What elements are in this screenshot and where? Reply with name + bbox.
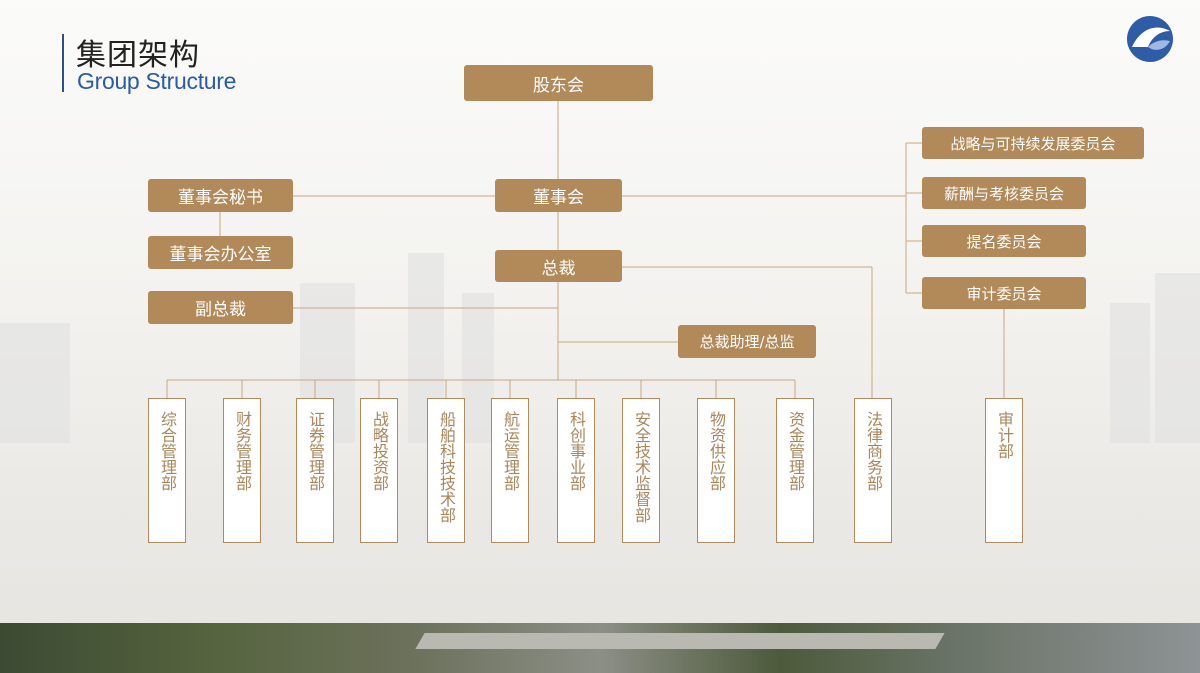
city-photo-strip bbox=[0, 623, 1200, 673]
node-board-secretary: 董事会秘书 bbox=[148, 179, 293, 212]
dept-box: 科创事业部 bbox=[557, 398, 595, 543]
dept-box: 财务管理部 bbox=[223, 398, 261, 543]
node-assistant: 总裁助理/总监 bbox=[678, 325, 816, 358]
dept-box: 航运管理部 bbox=[491, 398, 529, 543]
dept-box: 安全技术监督部 bbox=[622, 398, 660, 543]
node-president: 总裁 bbox=[495, 250, 622, 282]
node-committee-audit: 审计委员会 bbox=[922, 277, 1086, 309]
dept-box: 物资供应部 bbox=[697, 398, 735, 543]
node-committee-compensation: 薪酬与考核委员会 bbox=[922, 177, 1086, 209]
dept-box: 船舶科技技术部 bbox=[427, 398, 465, 543]
node-shareholders: 股东会 bbox=[464, 65, 653, 101]
building bbox=[1110, 303, 1150, 443]
page-title: 集团架构 bbox=[76, 38, 200, 73]
page-subtitle: Group Structure bbox=[77, 68, 237, 94]
node-board: 董事会 bbox=[495, 179, 622, 212]
dept-box: 资金管理部 bbox=[776, 398, 814, 543]
node-committee-strategy: 战略与可持续发展委员会 bbox=[922, 127, 1144, 159]
dept-box: 证券管理部 bbox=[296, 398, 334, 543]
building bbox=[0, 323, 70, 443]
dept-box: 审计部 bbox=[985, 398, 1023, 543]
node-board-office: 董事会办公室 bbox=[148, 236, 293, 269]
company-logo-icon bbox=[1127, 16, 1173, 62]
node-vice-president: 副总裁 bbox=[148, 291, 293, 324]
building bbox=[462, 293, 494, 443]
dept-box: 综合管理部 bbox=[148, 398, 186, 543]
dept-box: 战略投资部 bbox=[360, 398, 398, 543]
building bbox=[1155, 273, 1200, 443]
dept-box: 法律商务部 bbox=[854, 398, 892, 543]
node-committee-nomination: 提名委员会 bbox=[922, 225, 1086, 257]
title-accent-bar bbox=[62, 34, 64, 92]
